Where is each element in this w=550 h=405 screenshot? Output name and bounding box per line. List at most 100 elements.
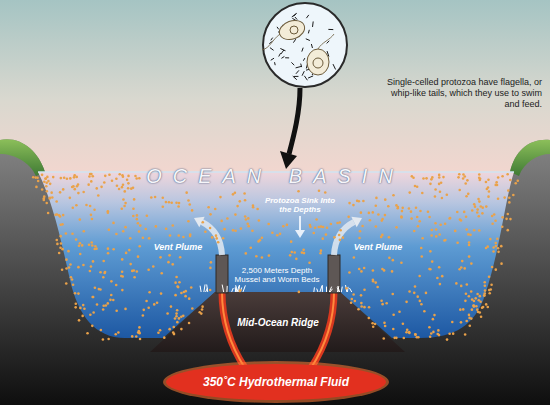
vent-chimney — [216, 255, 228, 293]
protozoan-dot — [167, 261, 170, 264]
protozoan-dot — [156, 301, 159, 304]
protozoan-dot — [97, 194, 100, 197]
protozoan-dot — [77, 183, 80, 186]
protozoan-dot — [338, 234, 341, 237]
protozoan-dot — [209, 213, 212, 216]
protozoan-dot — [408, 207, 411, 210]
protozoan-dot — [443, 239, 446, 242]
mussel-spike — [204, 284, 205, 292]
protozoan-dot — [81, 315, 84, 318]
protozoan-dot — [152, 265, 155, 268]
protozoan-dot — [430, 332, 433, 335]
protozoan-dot — [414, 285, 417, 288]
protozoan-dot — [55, 200, 58, 203]
protozoan-dot — [374, 323, 377, 326]
protozoan-dot — [168, 328, 171, 331]
protozoan-dot — [89, 173, 92, 176]
protozoan-dot — [79, 253, 82, 256]
protozoan-dot — [223, 228, 226, 231]
protozoan-dot — [71, 207, 74, 210]
bacterium — [308, 30, 310, 34]
protozoan-dot — [75, 302, 78, 305]
protozoan-dot — [360, 305, 363, 308]
protozoan-dot — [438, 176, 441, 179]
protozoa-dots — [32, 173, 519, 341]
protozoan-dot — [509, 179, 512, 182]
protozoan-dot — [83, 230, 86, 233]
protozoan-dot — [123, 205, 126, 208]
protozoan-dot — [187, 220, 190, 223]
protozoan-dot — [52, 176, 55, 179]
protozoan-dot — [408, 331, 411, 334]
protozoan-dot — [91, 218, 94, 221]
protozoan-dot — [159, 256, 162, 259]
protozoan-dot — [361, 225, 364, 228]
protozoan-dot — [157, 331, 160, 334]
protozoan-dot — [136, 214, 139, 217]
protozoan-dot — [444, 222, 447, 225]
protozoan-dot — [65, 232, 68, 235]
protozoan-dot — [354, 300, 357, 303]
protozoan-dot — [326, 226, 329, 229]
protozoan-dot — [348, 202, 351, 205]
protozoan-dot — [318, 189, 321, 192]
protozoan-dot — [432, 331, 435, 334]
left-land — [0, 139, 45, 176]
protozoan-dot — [249, 246, 252, 249]
protozoan-dot — [357, 308, 360, 311]
sink-arrowhead — [295, 230, 305, 238]
protozoan-dot — [352, 204, 355, 207]
protozoan-dot — [148, 237, 151, 240]
protozoan-dot — [202, 221, 205, 224]
protozoan-dot — [65, 282, 68, 285]
protozoan-dot — [268, 254, 271, 257]
protozoan-dot — [438, 233, 441, 236]
protozoan-dot — [487, 186, 490, 189]
protozoan-dot — [62, 188, 65, 191]
protozoan-dot — [485, 247, 488, 250]
protozoan-dot — [483, 294, 486, 297]
mussel-spike — [222, 285, 223, 292]
protozoan-dot — [210, 261, 213, 264]
protozoan-dot — [481, 206, 484, 209]
protozoan-dot — [401, 207, 404, 210]
protozoan-dot — [446, 193, 449, 196]
bacterium — [270, 48, 274, 51]
protozoan-dot — [245, 218, 248, 221]
protozoan-dot — [261, 236, 264, 239]
protozoan-dot — [457, 176, 460, 179]
protozoan-dot — [95, 247, 98, 250]
protozoan-dot — [72, 283, 75, 286]
protozoan-dot — [363, 306, 366, 309]
mussel-spike — [337, 286, 338, 292]
protozoan-dot — [43, 180, 46, 183]
mussel-spike — [317, 289, 318, 292]
protozoan-dot — [444, 239, 447, 242]
protozoan-dot — [47, 212, 50, 215]
protozoan-dot — [375, 197, 378, 200]
protozoan — [307, 49, 329, 75]
protozoan-dot — [78, 319, 81, 322]
protozoan-dot — [347, 216, 350, 219]
protozoan-dot — [478, 173, 481, 176]
protozoan-dot — [107, 212, 110, 215]
protozoan-dot — [178, 281, 181, 284]
protozoan-dot — [465, 293, 468, 296]
protozoan-dot — [171, 224, 174, 227]
protozoan-dot — [325, 233, 328, 236]
protozoan-dot — [68, 266, 71, 269]
protozoan-dot — [41, 174, 44, 177]
protozoan-dot — [479, 177, 482, 180]
protozoan-dot — [489, 238, 492, 241]
magma-body — [166, 364, 386, 400]
protozoan-dot — [342, 236, 345, 239]
protozoan-dot — [126, 178, 129, 181]
protozoan-dot — [360, 211, 363, 214]
protozoan-dot — [147, 306, 150, 309]
chamber-label: 350˚C Hydrothermal Fluid — [203, 375, 349, 389]
protozoan-dot — [71, 186, 74, 189]
bacterium — [328, 29, 333, 30]
protozoan-dot — [160, 292, 163, 295]
protozoan-dot — [276, 234, 279, 237]
